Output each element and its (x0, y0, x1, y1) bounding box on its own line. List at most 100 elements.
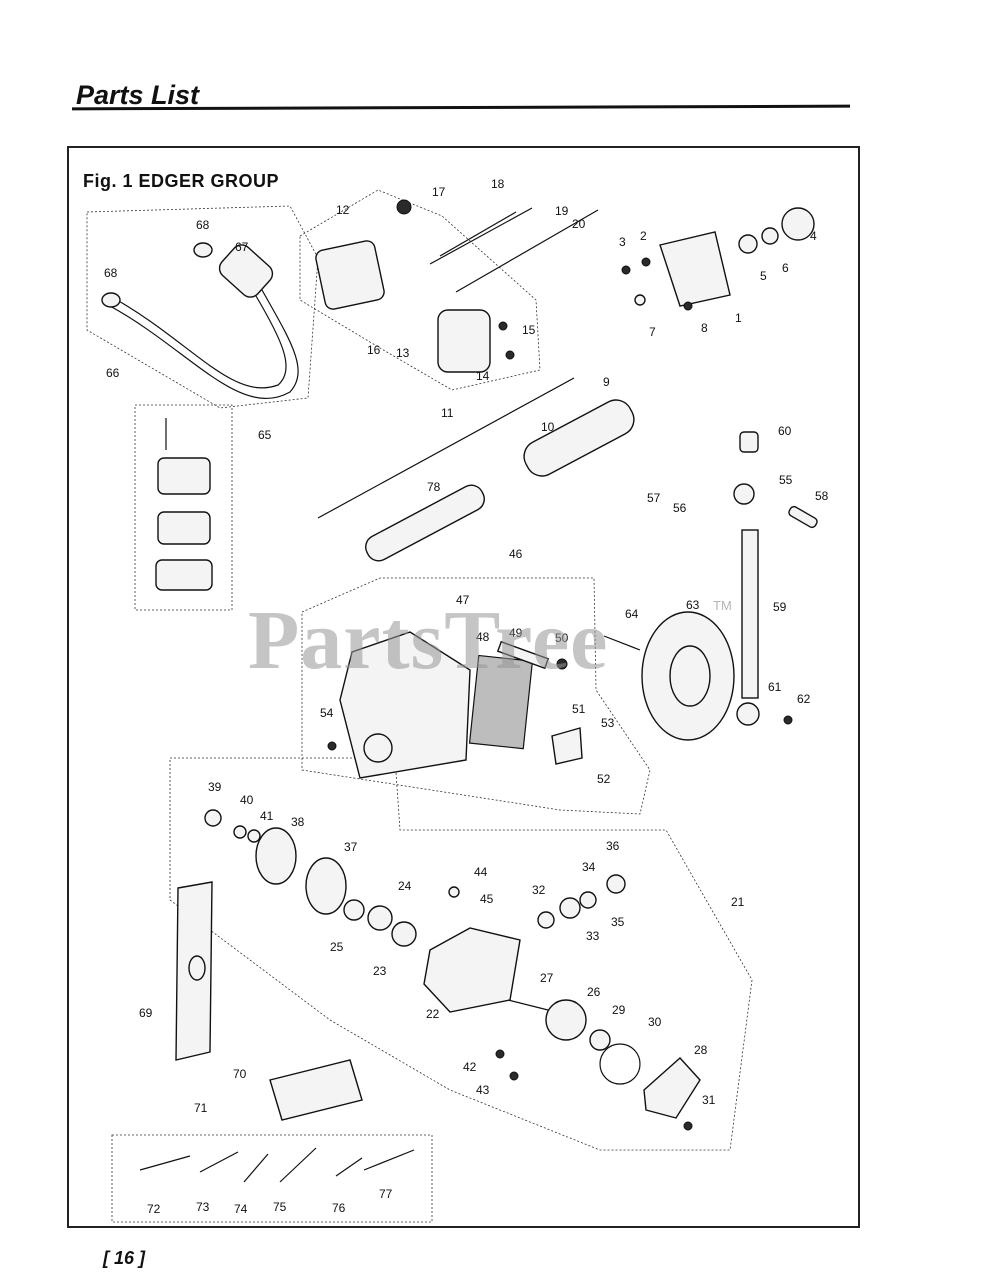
bolt-43 (509, 1071, 519, 1081)
callout: 15 (522, 323, 536, 337)
callout: 27 (540, 971, 554, 985)
drive-shaft (317, 377, 575, 519)
group-outline-guard (301, 577, 651, 815)
cover-28 (643, 1057, 701, 1119)
holder-37 (305, 857, 347, 915)
callout: 56 (673, 501, 687, 515)
washer-41 (247, 829, 261, 843)
callout: 9 (603, 375, 610, 389)
clutch-housing (659, 231, 731, 307)
callout: 53 (601, 716, 615, 730)
callout: 25 (330, 940, 344, 954)
filter-48 (468, 654, 534, 750)
callout: 55 (779, 473, 793, 487)
bolt-50 (556, 658, 568, 670)
bearing-23 (391, 921, 417, 947)
flex-hose (109, 289, 299, 399)
bearing-29 (589, 1029, 611, 1051)
callout: 77 (379, 1187, 393, 1201)
bearing-34 (579, 891, 597, 909)
clamp-body-lower (157, 511, 211, 545)
callout: 38 (291, 815, 305, 829)
callout: 74 (234, 1202, 248, 1216)
callout: 45 (480, 892, 494, 906)
ring-24 (367, 905, 393, 931)
group-outline-gearcase (169, 757, 753, 1151)
group-outline-tools (111, 1134, 433, 1223)
callout: 66 (106, 366, 120, 380)
callout: 29 (612, 1003, 626, 1017)
washer-7 (634, 294, 646, 306)
callout: 34 (582, 860, 596, 874)
callout: 68 (196, 218, 210, 232)
wheel-hub (669, 645, 711, 707)
wrench-72 (139, 1155, 191, 1171)
callout: 31 (702, 1093, 716, 1107)
bolt-42 (495, 1049, 505, 1059)
callout: 28 (694, 1043, 708, 1057)
wrench-77 (363, 1149, 415, 1171)
clamp-body (157, 457, 211, 495)
spanner-73 (199, 1151, 239, 1173)
screw-15 (498, 321, 508, 331)
callout: 2 (640, 229, 647, 243)
callout: 67 (235, 240, 249, 254)
callout: 24 (398, 879, 412, 893)
callout: 11 (441, 406, 454, 420)
gear-26 (545, 999, 587, 1041)
callout: 54 (320, 706, 334, 720)
washer-40 (233, 825, 247, 839)
bolt-8 (683, 301, 693, 311)
callout: 8 (701, 321, 708, 335)
holder-38 (255, 827, 297, 885)
page-title: Parts List (76, 80, 200, 110)
group-outline-clamp (134, 404, 233, 611)
clamp-55 (733, 483, 755, 505)
callout: 10 (541, 420, 555, 434)
callout: 35 (611, 915, 625, 929)
clip-51 (551, 727, 583, 765)
hex-key-75 (279, 1147, 317, 1183)
clamp-plate (155, 559, 213, 591)
group-outline-hose (86, 205, 319, 409)
hose-sleeve (218, 244, 274, 298)
callout: 1 (735, 311, 742, 325)
ring-6 (761, 227, 779, 245)
callout: 52 (597, 772, 611, 786)
callout: 4 (810, 229, 817, 243)
callout: 23 (373, 964, 387, 978)
callout: 50 (555, 631, 569, 645)
callout-labels: 1 2 3 4 5 6 7 8 9 10 11 12 13 14 15 16 1… (104, 177, 829, 1216)
bracket-49 (496, 640, 550, 670)
shaft-27 (507, 999, 549, 1011)
watermark-tm: TM (713, 598, 732, 613)
callout: 75 (273, 1200, 287, 1214)
callout: 60 (778, 424, 792, 438)
callout: 40 (240, 793, 254, 807)
hex-key-74 (243, 1153, 269, 1183)
callout: 5 (760, 269, 767, 283)
callout: 12 (336, 203, 350, 217)
screw-14 (505, 350, 515, 360)
callout: 78 (427, 480, 441, 494)
callout: 48 (476, 630, 490, 644)
hex-key-76 (335, 1157, 363, 1177)
group-outline-throttle (299, 189, 541, 391)
bolt-62 (783, 715, 793, 725)
callout: 62 (797, 692, 811, 706)
callout: 7 (649, 325, 656, 339)
switch-17 (396, 199, 412, 215)
callout: 21 (731, 895, 745, 909)
callout: 46 (509, 547, 523, 561)
callout: 70 (233, 1067, 247, 1081)
callout: 18 (491, 177, 505, 191)
callout: 63 (686, 598, 700, 612)
callout: 33 (586, 929, 600, 943)
page-number: [ 16 ] (103, 1248, 146, 1268)
callout: 26 (587, 985, 601, 999)
callout: 59 (773, 600, 787, 614)
callout: 20 (572, 217, 586, 231)
blade-hole (188, 955, 206, 981)
callout: 37 (344, 840, 358, 854)
hose-cap-b (101, 292, 121, 308)
